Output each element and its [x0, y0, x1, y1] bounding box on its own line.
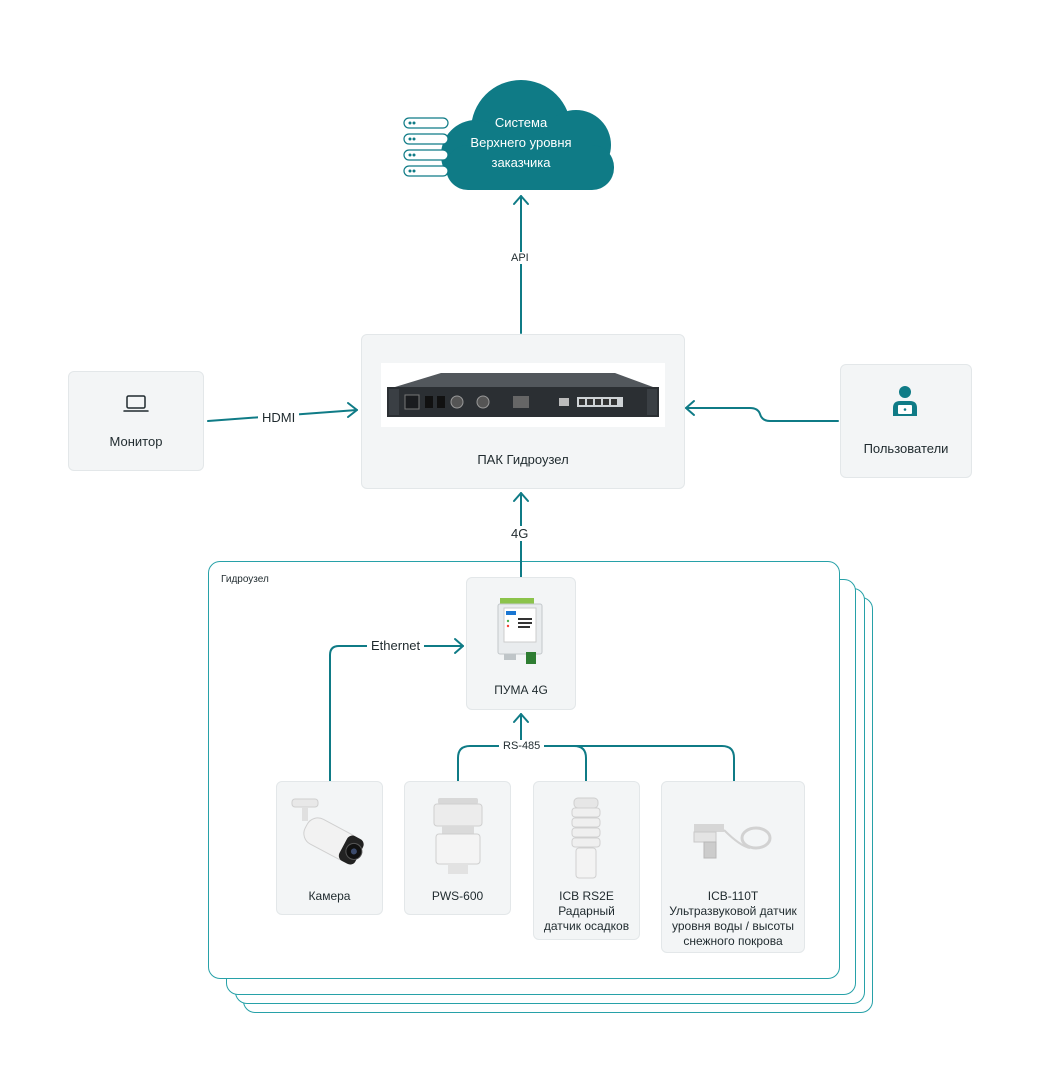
- users-card[interactable]: [840, 364, 972, 478]
- rs485-label: RS-485: [499, 740, 545, 752]
- rs2e-label-3: датчик осадков: [543, 919, 630, 933]
- users-label: Пользователи: [863, 441, 949, 456]
- pak-card[interactable]: [361, 334, 685, 489]
- puma-label: ПУМА 4G: [494, 683, 548, 697]
- cloud-title-line-2: Верхнего уровня: [470, 135, 572, 150]
- pak-label: ПАК Гидроузел: [477, 452, 569, 467]
- cloud: [403, 80, 614, 190]
- api-label: API: [507, 252, 533, 264]
- camera-image: [291, 798, 364, 865]
- ethernet-arrowhead: [454, 638, 464, 654]
- users-line: [685, 407, 839, 422]
- rack-server-image: [381, 363, 665, 427]
- cloud-title-line-1: Система: [494, 115, 548, 130]
- g4-arrowhead: [513, 492, 529, 502]
- pws600-image: [433, 798, 483, 874]
- icb110-label-2: Ультразвуковой датчик: [669, 904, 797, 918]
- icb110-label-4: снежного покрова: [683, 934, 783, 948]
- api-arrowhead: [513, 195, 529, 205]
- hdmi-label: HDMI: [258, 410, 300, 425]
- g4-label: 4G: [507, 526, 533, 541]
- ethernet-label: Ethernet: [367, 638, 425, 653]
- laptop-icon: [123, 395, 149, 412]
- rs485-arrowhead: [513, 713, 529, 723]
- cloud-title-line-3: заказчика: [491, 155, 551, 170]
- puma-device-image: [497, 598, 543, 664]
- camera-label: Камера: [308, 889, 351, 903]
- user-icon: [893, 386, 917, 416]
- rs2e-label-2: Радарный: [558, 904, 615, 918]
- icb110-image: [693, 824, 772, 859]
- icb110-label-3: уровня воды / высоты: [672, 919, 794, 933]
- rs485-bus: [457, 745, 735, 782]
- pws-label: PWS-600: [431, 889, 484, 903]
- hdmi-arrowhead: [347, 402, 358, 418]
- monitor-card[interactable]: [68, 371, 204, 471]
- users-arrowhead: [685, 400, 695, 416]
- rs2e-label-1: ICB RS2E: [559, 889, 614, 903]
- rs2e-image: [571, 797, 601, 879]
- icb110-card[interactable]: [661, 781, 805, 953]
- monitor-label: Монитор: [109, 434, 163, 449]
- ethernet-line: [329, 645, 464, 782]
- site-title: Гидроузел: [221, 574, 269, 585]
- icb110-label-1: ICB-110T: [707, 889, 759, 903]
- server-rack-icon: [403, 117, 449, 177]
- rs485-drop-rs2e: [573, 745, 587, 782]
